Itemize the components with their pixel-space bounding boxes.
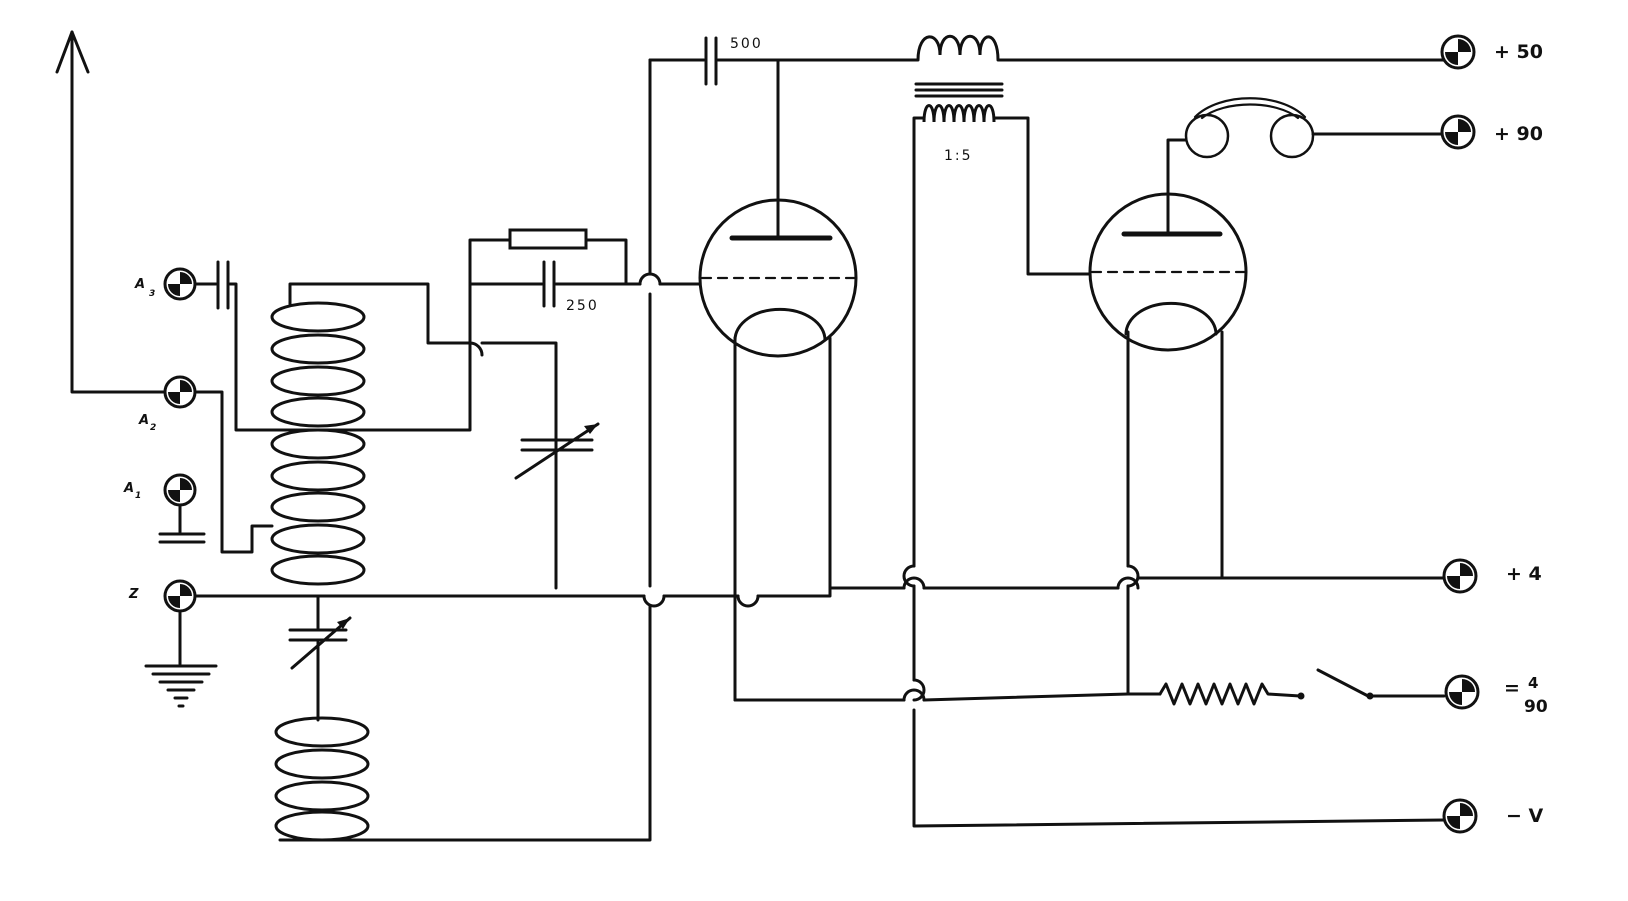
antenna-coil: [270, 301, 366, 586]
terminal-a2-subscript: 2: [150, 423, 156, 433]
terminal-minus-v-label: − V: [1506, 805, 1544, 827]
terminal-z[interactable]: [163, 579, 197, 613]
wire-jump: [1126, 564, 1140, 588]
capacitor-a3: [216, 260, 230, 310]
wire-plate-2: [1166, 138, 1192, 236]
terminal-a3-label: A: [134, 277, 145, 292]
capacitor-500: [704, 36, 718, 86]
wire-jump: [736, 594, 760, 608]
wire-jump: [642, 594, 666, 608]
terminal-a3-subscript: 3: [149, 289, 155, 299]
terminal-plus-50-label: + 50: [1494, 41, 1543, 63]
terminal-z-label: Z: [128, 587, 139, 602]
capacitor-250: [542, 260, 556, 308]
ground-symbol: [144, 664, 218, 708]
terminal-plus-50[interactable]: [1440, 34, 1476, 70]
wire: [468, 238, 512, 286]
terminal-a1-subscript: 1: [135, 491, 141, 501]
wire-jump: [1116, 576, 1140, 590]
wire: [584, 238, 628, 286]
grid-leak-resistor: [508, 228, 588, 250]
wire-jump: [468, 341, 484, 357]
wire-minus-v: [912, 708, 1446, 828]
terminal-a2-label: A: [138, 413, 149, 428]
wire: [228, 282, 274, 432]
reaction-coil: [274, 716, 370, 842]
wire-jump: [912, 678, 926, 702]
capacitor-a1: [158, 532, 206, 544]
transformer-ratio-label: 1:5: [944, 148, 973, 164]
wire: [480, 341, 558, 590]
interstage-transformer: [914, 34, 1446, 123]
vacuum-tube-detector: [698, 198, 860, 358]
variable-capacitor-tuning: [514, 422, 600, 480]
wire: [992, 116, 1094, 276]
antenna-symbol: [55, 30, 168, 394]
terminal-minus-v[interactable]: [1442, 798, 1478, 834]
terminal-a1[interactable]: [163, 473, 197, 507]
variable-capacitor-reaction: [288, 616, 352, 670]
filament-rheostat: [1158, 682, 1302, 706]
terminal-plus-90-label: + 90: [1494, 123, 1543, 145]
terminal-4-90-bottom: 90: [1524, 697, 1548, 717]
terminal-plus-4-label: + 4: [1506, 563, 1542, 585]
wire: [270, 282, 472, 432]
terminal-a3[interactable]: [163, 267, 197, 301]
wire: [912, 116, 926, 568]
terminal-4-90-prefix: =: [1504, 677, 1520, 699]
filament-switch[interactable]: [1297, 668, 1374, 700]
capacitor-250-label: 250: [566, 298, 599, 314]
wire: [756, 586, 832, 598]
wire: [193, 390, 274, 554]
wire: [288, 282, 472, 345]
terminal-plus-4[interactable]: [1442, 558, 1478, 594]
capacitor-500-label: 500: [730, 36, 763, 52]
terminal-a1-label: A: [123, 481, 134, 496]
terminal-a2[interactable]: [163, 375, 197, 409]
wire-jump: [902, 576, 926, 590]
headphones: [1184, 97, 1315, 159]
vacuum-tube-amplifier: [1088, 192, 1248, 352]
terminal-plus-90[interactable]: [1440, 114, 1476, 150]
terminal-4-90[interactable]: [1444, 674, 1480, 710]
terminal-4-90-top: 4: [1528, 674, 1538, 692]
wire-jump: [902, 564, 916, 588]
wire: [278, 604, 652, 842]
wire: [922, 692, 1162, 702]
